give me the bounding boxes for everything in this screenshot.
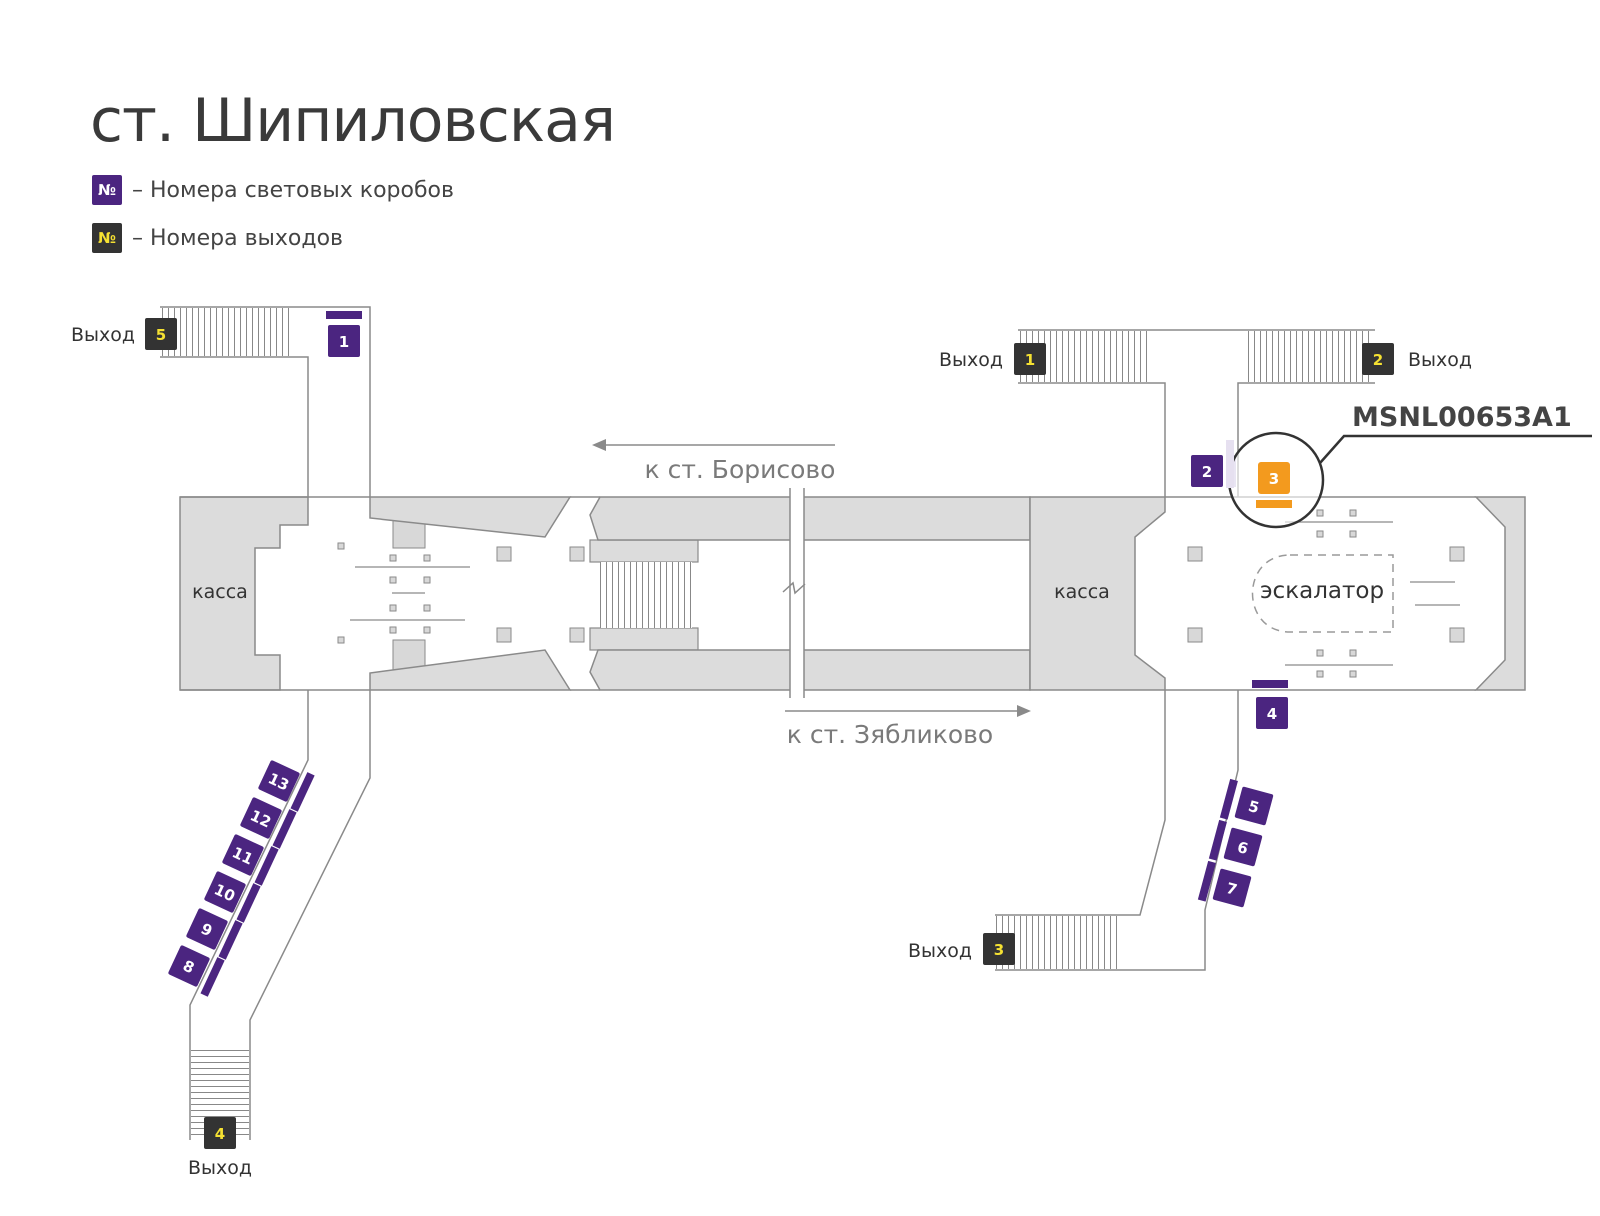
highlight-code-label: MSNL00653A1: [1352, 402, 1572, 433]
svg-text:3: 3: [1269, 470, 1279, 488]
platform-stairs: [600, 562, 692, 628]
svg-text:2: 2: [1202, 463, 1212, 481]
right-vestibule: [995, 329, 1476, 971]
platform-stairs-bottom: [589, 627, 699, 651]
light-box-1[interactable]: 1: [326, 311, 362, 357]
svg-text:5: 5: [1246, 797, 1261, 817]
light-box-6[interactable]: 6: [1208, 819, 1264, 871]
stairs-exit-5: [160, 308, 290, 356]
exit-5-label: Выход: [71, 324, 135, 346]
light-box-3-highlight[interactable]: 3: [1226, 431, 1592, 529]
turnstiles-right: [1285, 521, 1460, 666]
stairs-exit-3: [995, 916, 1120, 969]
exit-4-label: Выход: [188, 1157, 252, 1179]
light-box-4[interactable]: 4: [1252, 680, 1288, 729]
light-box-10[interactable]: 10: [202, 867, 261, 923]
track-top: [589, 496, 1031, 541]
track-bottom: [589, 649, 1031, 691]
legend-exit-swatch: №: [92, 223, 122, 253]
right-end-wall: [1474, 496, 1526, 691]
platform-break: [782, 488, 806, 698]
station-title: ст. Шипиловская: [90, 86, 616, 156]
exit-1[interactable]: Выход 1: [939, 343, 1046, 375]
turnstiles-left: [350, 566, 470, 621]
light-box-5[interactable]: 5: [1219, 778, 1275, 830]
exit-3-label: Выход: [908, 940, 972, 962]
legend-exit-text: – Номера выходов: [132, 225, 344, 251]
legend-box-swatch: №: [92, 175, 122, 205]
to-zyablikovo-label: к ст. Зябликово: [787, 720, 993, 749]
light-box-8[interactable]: 8: [166, 941, 225, 997]
exit-5[interactable]: Выход 5: [71, 318, 177, 350]
pillars-right: [1187, 509, 1465, 678]
exit-4[interactable]: 4 Выход: [188, 1117, 252, 1179]
exit-2[interactable]: 2 Выход: [1362, 343, 1472, 375]
wall-bottom-left: [369, 649, 572, 691]
svg-text:2: 2: [1373, 351, 1383, 369]
svg-text:4: 4: [215, 1125, 225, 1143]
to-borisovo-label: к ст. Борисово: [645, 455, 836, 484]
light-box-12[interactable]: 12: [238, 793, 297, 849]
svg-text:1: 1: [339, 333, 349, 351]
kassa-right-label: касса: [1054, 581, 1110, 603]
svg-text:7: 7: [1224, 879, 1239, 899]
kassa-right-area: [1029, 496, 1166, 691]
arrow-to-borisovo: [592, 439, 835, 451]
escalator-outline: [1251, 554, 1394, 633]
svg-text:1: 1: [1025, 351, 1035, 369]
kassa-left-label: касса: [192, 581, 248, 603]
legend-exits: № – Номера выходов: [92, 222, 343, 254]
escalator-label: эскалатор: [1260, 578, 1384, 604]
svg-text:4: 4: [1267, 705, 1277, 723]
stairs-exit-2: [1248, 331, 1373, 382]
svg-text:5: 5: [156, 326, 166, 344]
light-box-13[interactable]: 13: [256, 756, 315, 812]
wall-top-left: [369, 496, 572, 538]
arrow-to-zyablikovo: [785, 705, 1031, 717]
legend-box-text: – Номера световых коробов: [132, 177, 454, 203]
exit-1-label: Выход: [939, 349, 1003, 371]
svg-text:6: 6: [1235, 838, 1250, 858]
exit-2-label: Выход: [1408, 349, 1472, 371]
light-box-9[interactable]: 9: [184, 904, 243, 960]
platform-stairs-top: [589, 539, 699, 563]
left-vestibule: [160, 306, 371, 1140]
light-box-7[interactable]: 7: [1197, 860, 1253, 912]
light-box-11[interactable]: 11: [220, 830, 279, 886]
exit-3[interactable]: Выход 3: [908, 933, 1015, 965]
pillars-left: [337, 517, 585, 671]
svg-text:3: 3: [994, 941, 1004, 959]
legend-boxes: № – Номера световых коробов: [92, 174, 454, 206]
